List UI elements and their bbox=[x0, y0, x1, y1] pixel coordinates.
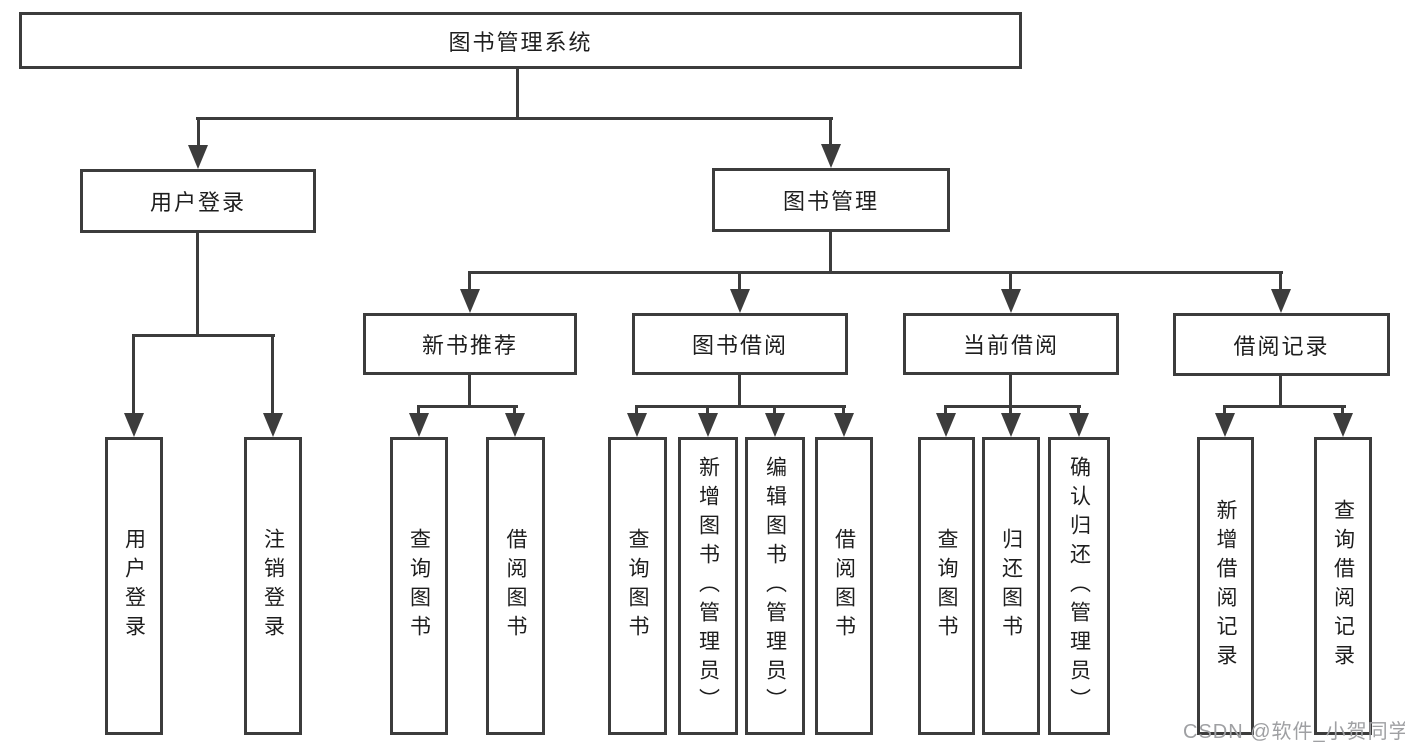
arrow-down-icon bbox=[936, 413, 956, 437]
leaf-query-books-borrow: 查询图书 bbox=[608, 437, 667, 735]
leaf-borrow-books-recommend-label: 借阅图书 bbox=[504, 528, 528, 644]
arrow-down-icon bbox=[698, 413, 718, 437]
leaf-query-books-recommend-label: 查询图书 bbox=[407, 528, 431, 644]
leaf-logout: 注销登录 bbox=[244, 437, 302, 735]
node-user-login: 用户登录 bbox=[80, 169, 316, 233]
arrow-down-icon bbox=[1001, 289, 1021, 313]
connector-line bbox=[1009, 407, 1012, 415]
connector-line bbox=[773, 407, 776, 415]
connector-line bbox=[197, 119, 200, 147]
arrow-down-icon bbox=[188, 145, 208, 169]
leaf-add-borrow-record: 新增借阅记录 bbox=[1197, 437, 1254, 735]
arrow-down-icon bbox=[821, 144, 841, 168]
arrow-down-icon bbox=[627, 413, 647, 437]
connector-line bbox=[468, 273, 471, 291]
arrow-down-icon bbox=[765, 413, 785, 437]
node-new-book-recommend: 新书推荐 bbox=[363, 313, 577, 375]
connector-line bbox=[1341, 407, 1344, 415]
arrow-down-icon bbox=[124, 413, 144, 437]
node-book-borrow-label: 图书借阅 bbox=[691, 333, 788, 358]
connector-line bbox=[1223, 407, 1226, 415]
node-borrow-records-label: 借阅记录 bbox=[1233, 333, 1330, 359]
connector-line bbox=[944, 407, 947, 415]
arrow-down-icon bbox=[505, 413, 525, 437]
connector-line bbox=[417, 405, 518, 408]
connector-line bbox=[1009, 273, 1012, 291]
leaf-return-books: 归还图书 bbox=[982, 437, 1040, 735]
leaf-logout-label: 注销登录 bbox=[261, 528, 285, 644]
connector-line bbox=[417, 407, 420, 415]
arrow-down-icon bbox=[263, 413, 283, 437]
node-user-login-label: 用户登录 bbox=[149, 190, 246, 215]
watermark: CSDN @软件_小贺同学 bbox=[1183, 721, 1405, 743]
connector-line bbox=[513, 407, 516, 415]
leaf-edit-books-admin-label: 编辑图书（管理员） bbox=[763, 455, 787, 717]
leaf-user-login-label: 用户登录 bbox=[122, 528, 146, 644]
leaf-query-books-recommend: 查询图书 bbox=[390, 437, 448, 735]
connector-line bbox=[196, 231, 199, 336]
connector-line bbox=[1223, 405, 1346, 408]
leaf-borrow-books-label: 借阅图书 bbox=[832, 528, 856, 644]
connector-line bbox=[635, 405, 846, 408]
leaf-return-books-label: 归还图书 bbox=[999, 528, 1023, 644]
arrow-down-icon bbox=[409, 413, 429, 437]
connector-line bbox=[635, 407, 638, 415]
node-current-borrow: 当前借阅 bbox=[903, 313, 1119, 375]
leaf-edit-books-admin: 编辑图书（管理员） bbox=[745, 437, 805, 735]
node-library-system-label: 图书管理系统 bbox=[448, 29, 593, 55]
connector-line bbox=[829, 119, 832, 146]
leaf-query-borrow-record-label: 查询借阅记录 bbox=[1331, 499, 1355, 673]
node-book-borrow: 图书借阅 bbox=[632, 313, 848, 375]
leaf-borrow-books: 借阅图书 bbox=[815, 437, 873, 735]
connector-line bbox=[944, 405, 1081, 408]
node-borrow-records: 借阅记录 bbox=[1173, 313, 1390, 376]
connector-line bbox=[516, 68, 519, 120]
connector-line bbox=[132, 336, 135, 415]
arrow-down-icon bbox=[1069, 413, 1089, 437]
node-book-management-label: 图书管理 bbox=[782, 189, 879, 214]
arrow-down-icon bbox=[1333, 413, 1353, 437]
connector-line bbox=[271, 336, 274, 415]
node-current-borrow-label: 当前借阅 bbox=[962, 333, 1059, 358]
connector-line bbox=[1279, 273, 1282, 291]
connector-line bbox=[738, 373, 741, 407]
leaf-query-books-current: 查询图书 bbox=[918, 437, 975, 735]
leaf-borrow-books-recommend: 借阅图书 bbox=[486, 437, 545, 735]
connector-line bbox=[1077, 407, 1080, 415]
leaf-user-login: 用户登录 bbox=[105, 437, 163, 735]
leaf-confirm-return-admin-label: 确认归还（管理员） bbox=[1067, 455, 1091, 717]
connector-line bbox=[829, 230, 832, 274]
leaf-add-books-admin-label: 新增图书（管理员） bbox=[696, 455, 720, 717]
arrow-down-icon bbox=[1215, 413, 1235, 437]
connector-line bbox=[738, 273, 741, 291]
connector-line bbox=[196, 117, 833, 120]
connector-line bbox=[706, 407, 709, 415]
leaf-add-borrow-record-label: 新增借阅记录 bbox=[1214, 499, 1238, 673]
node-new-book-recommend-label: 新书推荐 bbox=[421, 333, 518, 358]
leaf-add-books-admin: 新增图书（管理员） bbox=[678, 437, 738, 735]
arrow-down-icon bbox=[460, 289, 480, 313]
connector-line bbox=[468, 373, 471, 407]
node-library-system: 图书管理系统 bbox=[19, 12, 1022, 69]
leaf-query-books-current-label: 查询图书 bbox=[935, 528, 959, 644]
connector-line bbox=[1279, 374, 1282, 407]
arrow-down-icon bbox=[730, 289, 750, 313]
leaf-confirm-return-admin: 确认归还（管理员） bbox=[1048, 437, 1110, 735]
connector-line bbox=[468, 271, 1283, 274]
connector-line bbox=[132, 334, 275, 337]
connector-line bbox=[842, 407, 845, 415]
arrow-down-icon bbox=[834, 413, 854, 437]
arrow-down-icon bbox=[1001, 413, 1021, 437]
node-book-management: 图书管理 bbox=[712, 168, 950, 232]
leaf-query-books-borrow-label: 查询图书 bbox=[626, 528, 650, 644]
leaf-query-borrow-record: 查询借阅记录 bbox=[1314, 437, 1372, 735]
arrow-down-icon bbox=[1271, 289, 1291, 313]
connector-line bbox=[1009, 373, 1012, 407]
